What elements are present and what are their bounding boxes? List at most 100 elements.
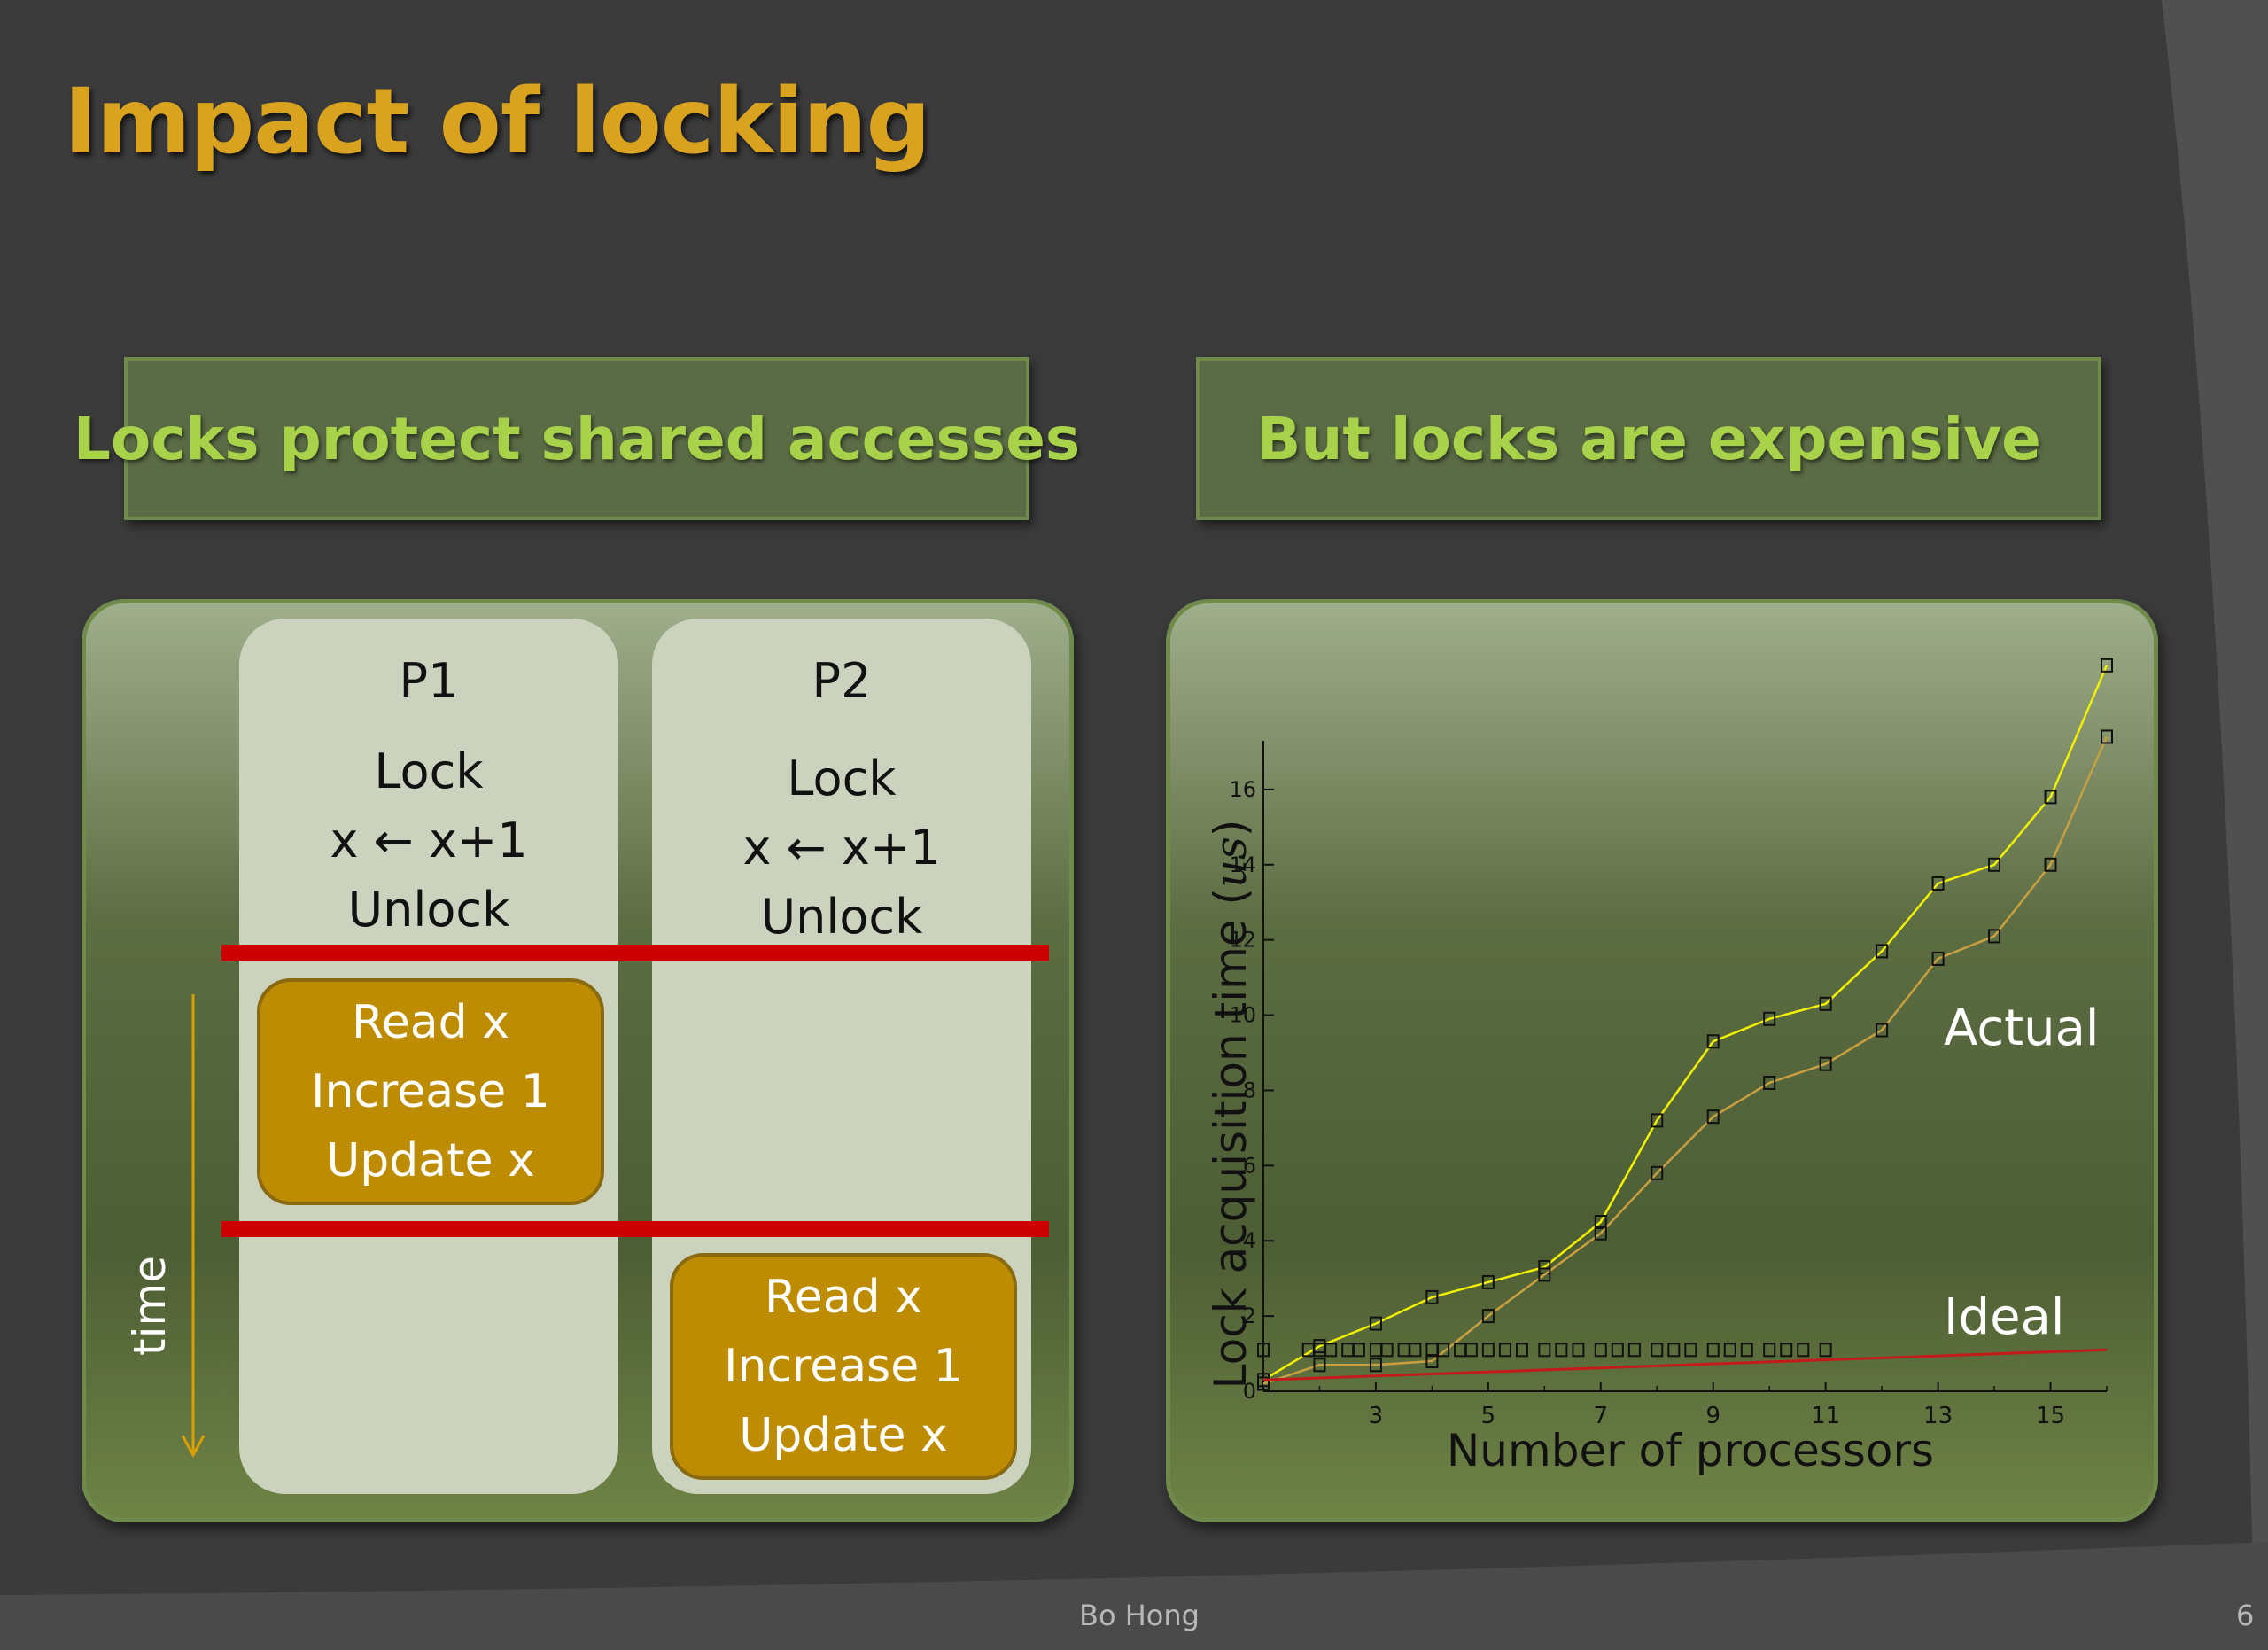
data-point-marker (1369, 1316, 1382, 1331)
data-point-marker (1706, 1109, 1720, 1125)
critical-increase-line: Increase 1 (311, 1065, 550, 1118)
data-point-marker (1594, 1226, 1607, 1241)
ideal-point-marker (1538, 1343, 1551, 1358)
ideal-point-marker (1454, 1343, 1467, 1358)
ideal-point-marker (1611, 1343, 1624, 1358)
ideal-point-marker (1481, 1343, 1495, 1358)
x-tick-label: 15 (2036, 1403, 2065, 1429)
slide-title: Impact of locking (64, 69, 931, 175)
y-axis-label: Lock acquisition time (us) (1205, 820, 1256, 1389)
x-tick-label: 13 (1923, 1403, 1953, 1429)
ideal-point-marker (1740, 1343, 1753, 1358)
series-label-ideal: Ideal (1944, 1288, 2065, 1346)
y-tick-label: 8 (1243, 1078, 1256, 1102)
ideal-point-marker (1380, 1343, 1394, 1358)
lock-boundary-bottom (221, 1221, 1049, 1237)
data-point-marker (1706, 1034, 1720, 1049)
left-header: Locks protect shared accesses (74, 357, 1080, 520)
y-tick-label: 2 (1243, 1304, 1256, 1328)
data-point-marker (1988, 929, 2001, 944)
slide-number: 6 (2236, 1599, 2255, 1632)
series-label-actual: Actual (1944, 1000, 2100, 1057)
data-point-marker (1313, 1358, 1326, 1373)
data-point-marker (2101, 658, 2113, 673)
ideal-point-marker (1464, 1343, 1478, 1358)
time-label: time (124, 1256, 175, 1356)
data-point-marker (1481, 1274, 1495, 1289)
data-point-marker (1538, 1267, 1551, 1282)
time-arrow (181, 994, 206, 1459)
ideal-point-marker (1819, 1343, 1832, 1358)
data-point-marker (1425, 1289, 1439, 1304)
right-header: But locks are expensive (1196, 357, 2101, 520)
data-point-marker (1819, 1056, 1832, 1071)
x-tick-label: 9 (1705, 1403, 1720, 1429)
lock-time-chart: 3 5 7 9 11 13 15 0 2 4 6 8 10 12 14 16 Number of proces… (1205, 658, 2113, 1476)
data-point-marker (1988, 857, 2001, 872)
lock-boundary-top (221, 945, 1049, 961)
p2-lock-line: Lock (787, 751, 897, 806)
x-tick-label: 7 (1594, 1403, 1609, 1429)
ideal-point-marker (1763, 1343, 1776, 1358)
ideal-point-marker (1341, 1343, 1355, 1358)
p1-label: P1 (399, 653, 459, 709)
ideal-point-marker (1594, 1343, 1607, 1358)
data-point-marker (1425, 1354, 1439, 1369)
y-tick-label: 6 (1243, 1153, 1256, 1178)
data-point-marker (1876, 944, 1889, 959)
critical-read-line: Read x (765, 1271, 922, 1324)
critical-update-line: Update x (326, 1134, 535, 1187)
y-tick-label: 4 (1243, 1228, 1256, 1253)
y-tick-label: 0 (1243, 1379, 1256, 1404)
ideal-point-marker (1498, 1343, 1511, 1358)
critical-increase-line: Increase 1 (724, 1340, 963, 1393)
data-point-marker (1931, 951, 1945, 966)
y-tick-label: 16 (1229, 777, 1256, 802)
footer-author: Bo Hong (1079, 1599, 1200, 1632)
ideal-point-marker (1324, 1343, 1338, 1358)
data-point-marker (1931, 876, 1945, 891)
data-point-marker (1763, 1011, 1776, 1026)
data-point-marker (1257, 1376, 1270, 1391)
p1-unlock-line: Unlock (347, 882, 510, 938)
x-tick-label: 11 (1811, 1403, 1840, 1429)
chart-panel (1166, 599, 2158, 1522)
data-point-marker (1651, 1165, 1664, 1180)
x-tick-label: 3 (1369, 1403, 1384, 1429)
series-line-1 (1262, 735, 2109, 1385)
data-point-marker (2101, 729, 2113, 744)
p2-label: P2 (812, 653, 872, 709)
y-tick-label: 12 (1229, 928, 1256, 953)
ideal-point-marker (1667, 1343, 1681, 1358)
ideal-point-marker (1572, 1343, 1585, 1358)
x-tick-label: 5 (1481, 1403, 1496, 1429)
ideal-point-marker (1684, 1343, 1697, 1358)
data-point-marker (1369, 1358, 1382, 1373)
data-point-marker (1819, 996, 1832, 1011)
series-line-2 (1262, 1348, 2108, 1381)
ideal-point-marker (1555, 1343, 1568, 1358)
p2-increment-line: x ← x+1 (742, 820, 941, 876)
data-point-marker (2044, 790, 2057, 805)
data-point-marker (1763, 1075, 1776, 1090)
p2-unlock-line: Unlock (760, 889, 923, 945)
ideal-point-marker (1515, 1343, 1528, 1358)
series-line-0 (1262, 665, 2109, 1381)
y-tick-label: 10 (1229, 1003, 1256, 1028)
ideal-point-marker (1409, 1343, 1422, 1358)
data-point-marker (1651, 1113, 1664, 1128)
data-point-marker (1594, 1215, 1607, 1229)
ideal-point-marker (1651, 1343, 1664, 1358)
ideal-point-marker (1780, 1343, 1793, 1358)
ideal-point-marker (1397, 1343, 1410, 1358)
data-point-marker (1876, 1023, 1889, 1038)
ideal-point-marker (1706, 1343, 1720, 1358)
ideal-point-marker (1437, 1343, 1450, 1358)
p2-critical-section: Read x Increase 1 Update x (670, 1253, 1017, 1480)
y-tick-label: 14 (1229, 852, 1256, 877)
data-point-marker (2044, 857, 2057, 872)
ideal-point-marker (1352, 1343, 1365, 1358)
x-axis-label: Number of processors (1447, 1425, 1934, 1476)
